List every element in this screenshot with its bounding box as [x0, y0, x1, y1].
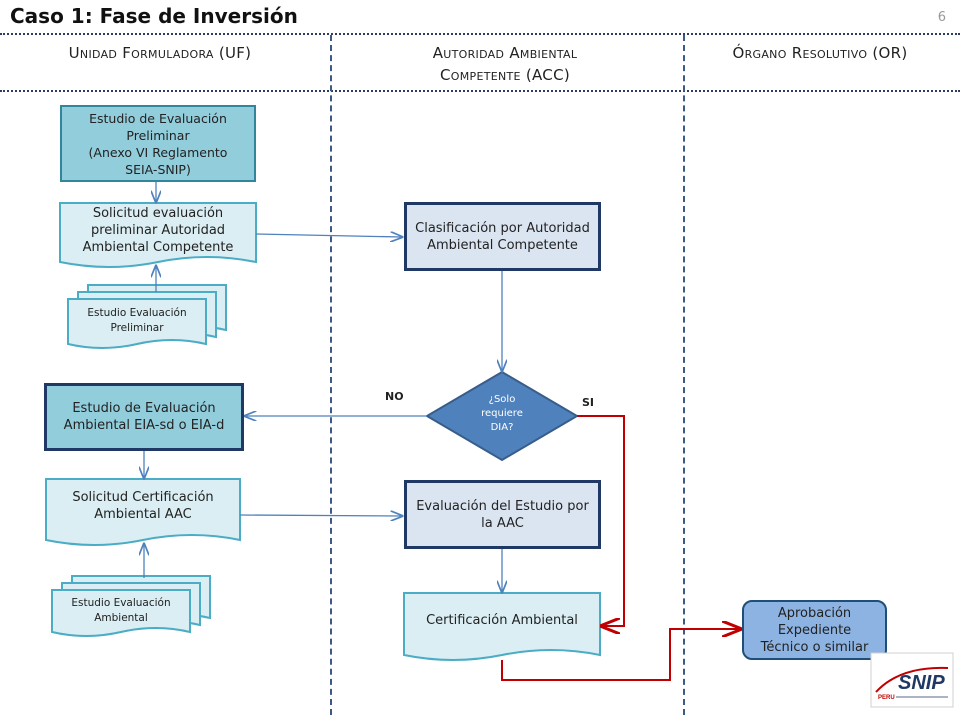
- snip-logo: SNIP PERU: [870, 652, 954, 708]
- doc-shape-solicitud-certificacion: [45, 478, 241, 546]
- node-doc-estudio-ambiental: Estudio Evaluación Ambiental: [52, 592, 190, 630]
- lane-divider-2: [683, 35, 685, 715]
- node-text-line: Expediente: [777, 622, 852, 638]
- node-certificacion-ambiental: Certificación Ambiental: [406, 596, 598, 644]
- arrow-certificacion-to-aprobacion: [501, 629, 740, 681]
- arrow-decision-si-to-certificacion: [577, 415, 625, 626]
- header-bottom-divider: [0, 90, 960, 92]
- decision-diamond: [425, 370, 579, 462]
- node-text-line: DIA?: [490, 422, 514, 433]
- node-text-line: Ambiental Competente: [427, 237, 578, 253]
- lane-divider-1: [330, 35, 332, 715]
- node-text-line: SEIA-SNIP): [125, 161, 191, 177]
- lane-header-acc: Autoridad Ambiental Competente (ACC): [340, 42, 670, 86]
- lane-header-or: Órgano Resolutivo (OR): [732, 44, 908, 62]
- node-text-line: Estudio Evaluación: [87, 307, 187, 319]
- node-aprobacion-expediente: Aprobación Expediente Técnico o similar: [742, 600, 887, 660]
- node-text-line: Estudio Evaluación: [71, 597, 171, 609]
- node-text-line: Técnico o similar: [760, 639, 869, 655]
- node-clasificacion-autoridad: Clasificación por Autoridad Ambiental Co…: [404, 202, 601, 271]
- arrow-solicitud-to-clasificacion: [255, 234, 402, 237]
- lane-header-acc-line1: Autoridad Ambiental: [432, 44, 578, 62]
- node-doc-estudio-preliminar: Estudio Evaluación Preliminar: [68, 301, 206, 341]
- node-text-line: Solicitud Certificación: [72, 490, 214, 505]
- node-text-line: Certificación Ambiental: [426, 612, 578, 628]
- node-text-line: requiere: [481, 408, 523, 419]
- header-top-divider: [0, 33, 960, 35]
- node-text-line: Estudio de Evaluación: [89, 110, 227, 126]
- node-solicitud-evaluacion-preliminar: Solicitud evaluación preliminar Autorida…: [62, 203, 254, 258]
- node-estudio-eia: Estudio de Evaluación Ambiental EIA-sd o…: [44, 383, 244, 451]
- node-text-line: Evaluación del Estudio por: [416, 498, 589, 514]
- node-text-line: Ambiental EIA-sd o EIA-d: [63, 418, 225, 433]
- node-solicitud-certificacion: Solicitud Certificación Ambiental AAC: [48, 480, 238, 532]
- node-estudio-evaluacion-preliminar: Estudio de Evaluación Preliminar (Anexo …: [60, 105, 256, 182]
- node-decision-solo-dia: ¿Solo requiere DIA?: [462, 393, 542, 435]
- doc-shape-solicitud-preliminar: [59, 202, 257, 268]
- node-text-line: preliminar Autoridad: [90, 223, 226, 238]
- node-evaluacion-estudio-aac: Evaluación del Estudio por la AAC: [404, 480, 601, 549]
- node-text-line: Preliminar: [126, 127, 190, 143]
- edge-label-no: NO: [385, 390, 404, 403]
- arrow-solicitud-to-evaluacion: [239, 515, 402, 516]
- multidoc-shape-estudio-preliminar: [67, 284, 227, 349]
- node-text-line: la AAC: [481, 515, 524, 531]
- logo-subtext: PERU: [878, 695, 895, 701]
- node-text-line: (Anexo VI Reglamento: [88, 144, 228, 160]
- edge-label-si: SI: [582, 396, 595, 409]
- node-text-line: Ambiental Competente: [82, 240, 234, 255]
- node-text-line: Clasificación por Autoridad: [415, 220, 590, 236]
- node-text-line: Solicitud evaluación: [92, 206, 224, 221]
- doc-shape-certificacion: [403, 592, 601, 661]
- node-text-line: Preliminar: [110, 322, 164, 334]
- node-text-line: ¿Solo: [488, 394, 516, 405]
- lane-header-acc-line2: Competente (ACC): [440, 66, 570, 84]
- node-text-line: Ambiental AAC: [94, 507, 192, 522]
- node-text-line: Ambiental: [94, 612, 148, 624]
- multidoc-shape-estudio-ambiental: [51, 575, 211, 637]
- lane-header-uf: Unidad Formuladora (UF): [68, 44, 252, 62]
- node-text-line: Estudio de Evaluación: [72, 401, 216, 416]
- node-text-line: Aprobación: [777, 605, 852, 621]
- page-number: 6: [937, 10, 946, 25]
- slide-title: Caso 1: Fase de Inversión: [10, 4, 298, 28]
- logo-text: SNIP: [898, 672, 945, 694]
